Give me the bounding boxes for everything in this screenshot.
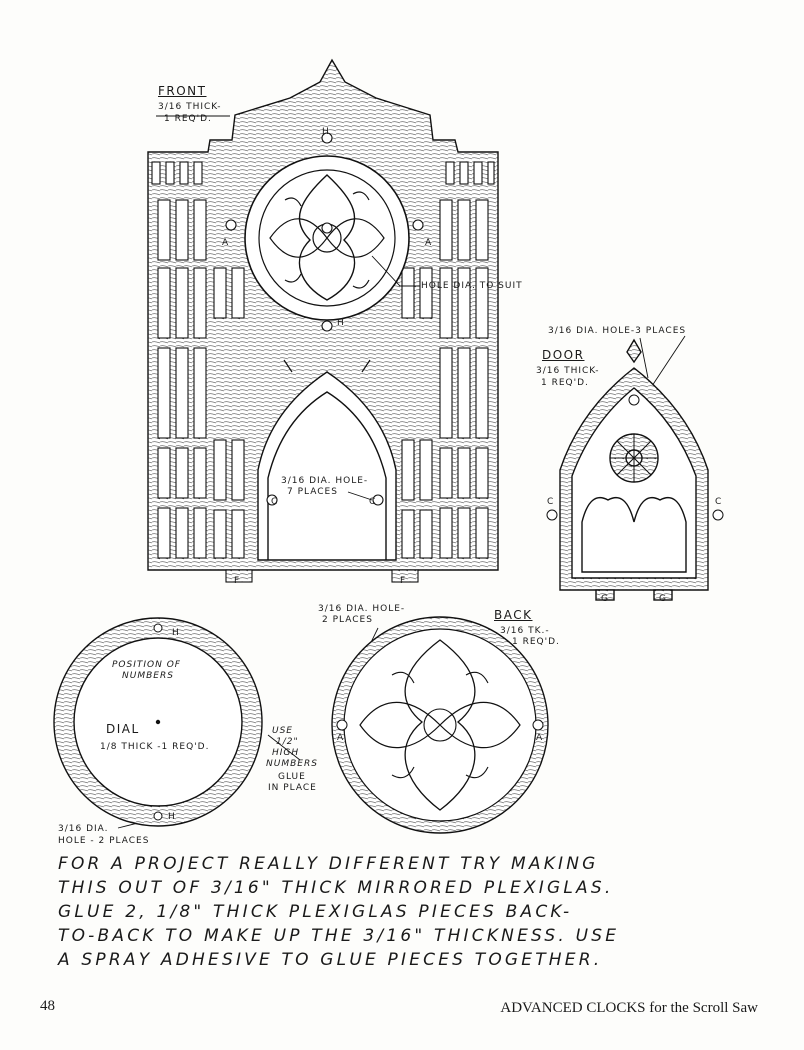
dial-hole-note-a: 3/16 DIA. [58,824,109,834]
plexiglas-note: FOR A PROJECT REALLY DIFFERENT TRY MAKIN… [58,852,738,972]
door-spec-thickness: 3/16 THICK- [536,366,600,376]
front-spec-qty: 1 REQ'D. [164,114,212,124]
dial-use-a: USE [272,726,293,736]
marker-a-back-right: A [536,733,544,743]
marker-g-right: G [659,594,667,604]
leader-lines [117,115,686,829]
note-line-2: THIS OUT OF 3/16" THICK MIRRORED PLEXIGL… [58,878,614,898]
front-filigree-circle [244,155,410,321]
marker-a-front-left: A [222,238,230,248]
dial-use-d: NUMBERS [266,759,318,769]
door-title: DOOR [542,348,585,362]
front-hole-note-2b: 7 PLACES [287,487,338,497]
front-spec-thickness: 3/16 THICK- [158,102,222,112]
door-spec-qty: 1 REQ'D. [541,378,589,388]
marker-g-left: G [601,594,609,604]
door-hole-note: 3/16 DIA. HOLE-3 PLACES [548,326,687,336]
back-hole-note-b: 2 PLACES [322,615,373,625]
marker-c-door-right: C [715,497,723,507]
front-windows [151,161,495,559]
front-holes [225,132,424,506]
marker-c-front-left: C [271,497,279,507]
dial-numbers-position-b: NUMBERS [122,671,174,681]
marker-a-front-right: A [425,238,433,248]
book-title: ADVANCED CLOCKS for the Scroll Saw [500,1000,758,1016]
dial-hole-note-b: HOLE - 2 PLACES [58,836,150,846]
dial-title: DIAL [106,722,140,736]
dial-spec: 1/8 THICK -1 REQ'D. [100,742,210,752]
marker-c-front-right: C [369,497,377,507]
front-hole-note-2a: 3/16 DIA. HOLE- [281,476,369,486]
back-hole-note-a: 3/16 DIA. HOLE- [318,604,406,614]
door-panel [546,338,724,601]
back-spec-thickness: 3/16 TK.- [500,626,550,636]
marker-c-door-left: C [547,497,555,507]
back-disk [331,616,549,834]
marker-h-dial-top: H [172,628,180,638]
marker-h-dial-bottom: H [168,812,176,822]
marker-f-left: F [234,576,241,586]
front-title: FRONT [158,84,207,98]
marker-a-back-left: A [337,733,345,743]
back-title: BACK [494,608,533,622]
marker-h-top: H [322,127,330,137]
front-arch-opening [257,359,397,561]
marker-f-right: F [400,576,407,586]
dial-numbers-position-a: POSITION OF [112,660,181,670]
note-line-5: A SPRAY ADHESIVE TO GLUE PIECES TOGETHER… [58,950,603,970]
dial-glue-a: GLUE [278,772,306,782]
front-feet [225,569,419,583]
dial-use-b: 1/2" [276,737,299,747]
dial-use-c: HIGH [272,748,300,758]
note-line-4: TO-BACK TO MAKE UP THE 3/16" THICKNESS. … [58,926,620,946]
page-number: 48 [40,998,55,1014]
dial-glue-b: IN PLACE [268,783,317,793]
marker-h-mid: H [337,318,345,328]
note-line-1: FOR A PROJECT REALLY DIFFERENT TRY MAKIN… [58,854,599,874]
front-hole-note: HOLE DIA. TO SUIT [421,281,523,291]
dial-ring [53,617,263,827]
note-line-3: GLUE 2, 1/8" THICK PLEXIGLAS PIECES BACK… [58,902,573,922]
back-spec-qty: 1 REQ'D. [512,637,560,647]
